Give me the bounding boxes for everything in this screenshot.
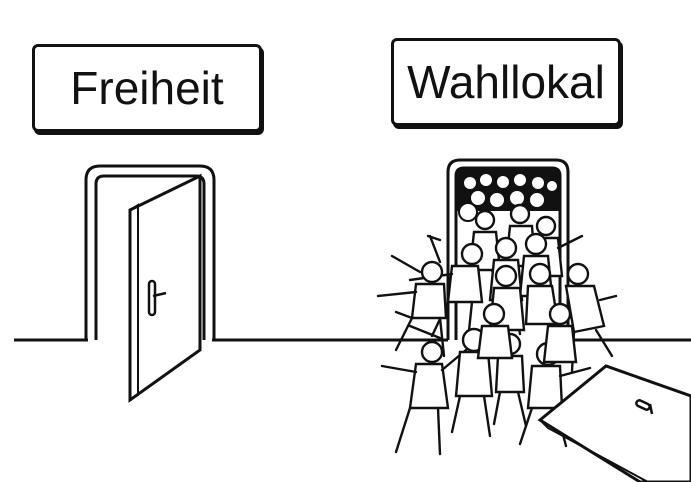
door-handle-icon [147,279,167,317]
right-door-frame [446,158,570,340]
freedom-sign: Freiheit [32,44,262,132]
polling-station-sign-label: Wahllokal [407,56,605,108]
open-door [128,173,202,403]
fallen-door [537,364,691,482]
polling-station-sign: Wahllokal [391,38,621,126]
left-door-frame [84,164,216,340]
crowd-figures [376,203,618,456]
fallen-door-handle-icon [635,399,654,415]
freedom-sign-label: Freiheit [70,62,224,114]
crowd-dense [457,169,559,222]
